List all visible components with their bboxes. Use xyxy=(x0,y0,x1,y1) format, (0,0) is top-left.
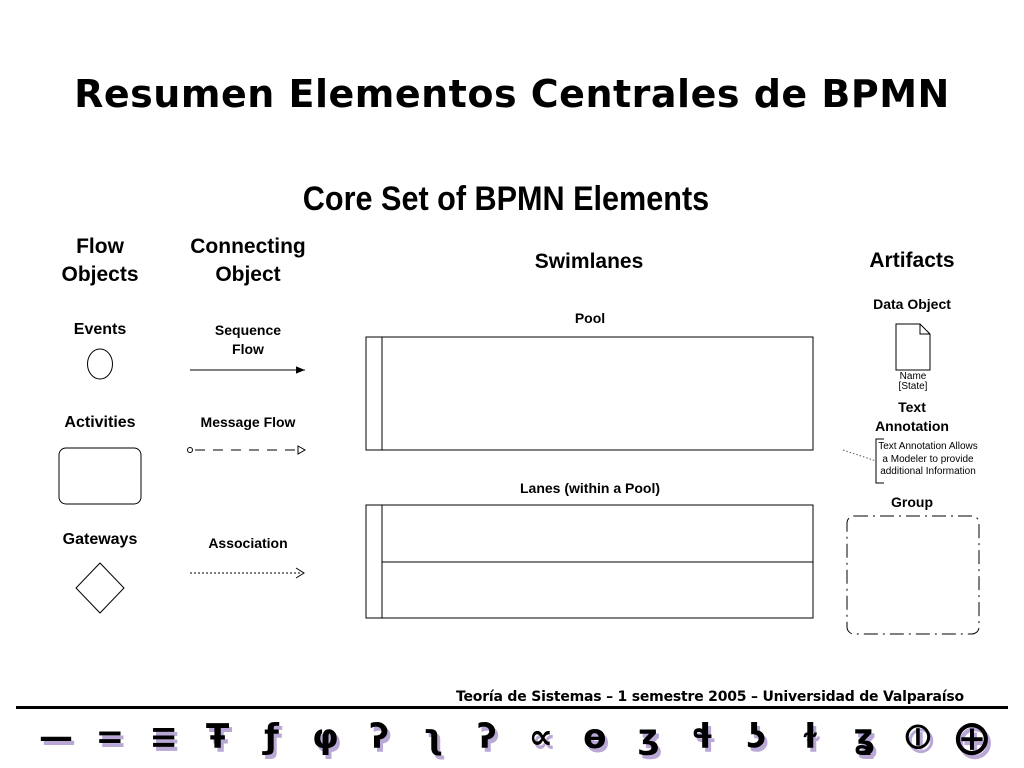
data-object-caption-name: Name xyxy=(899,371,927,382)
activity-rounded-rect xyxy=(58,447,142,505)
decor-glyph-11: ɵ xyxy=(583,717,607,757)
group-label: Group xyxy=(891,494,933,510)
decorative-glyph-band: — = ≡ Ŧ ƒ φ ʔ ʅ ʔ ∝ ɵ ʒ ɬ ʖ ɫ ʓ ⦶ ⨁ xyxy=(34,712,994,762)
decor-glyph-13: ɬ xyxy=(690,717,715,757)
gateway-diamond xyxy=(75,562,125,614)
slide-title: Resumen Elementos Centrales de BPMN xyxy=(74,72,950,116)
data-object-caption: Name [State] xyxy=(884,372,942,392)
decor-glyph-3: ≡ xyxy=(149,717,179,757)
sequence-flow-label: Sequence Flow xyxy=(188,321,308,359)
association-label: Association xyxy=(208,535,288,551)
column-header-connecting-object: Connecting Object xyxy=(178,233,318,289)
group-dashed-rect xyxy=(846,515,980,635)
text-annotation-association xyxy=(842,449,877,462)
column-header-swimlanes: Swimlanes xyxy=(534,250,644,273)
decor-glyph-2: = xyxy=(95,717,125,757)
decor-glyph-8: ʅ xyxy=(422,717,444,757)
text-annotation-body-line2: a Modeler to provide xyxy=(882,453,974,465)
column-header-artifacts: Artifacts xyxy=(869,249,955,272)
text-annotation-label-line2: Annotation xyxy=(875,418,949,434)
data-object-label: Data Object xyxy=(873,296,951,312)
data-object-folded-corner xyxy=(919,324,930,335)
events-label: Events xyxy=(73,321,127,338)
message-flow-start-circle xyxy=(187,447,193,453)
decor-glyph-18: ⨁ xyxy=(954,717,989,757)
column-header-connecting-object-line2: Object xyxy=(215,263,281,286)
decor-glyph-15: ɫ xyxy=(800,717,820,757)
decor-glyph-5: ƒ xyxy=(264,717,279,757)
text-annotation-body-line1: Text Annotation Allows xyxy=(878,441,978,452)
association-arrow xyxy=(190,567,305,579)
decor-glyph-16: ʓ xyxy=(853,717,876,757)
column-header-flow-objects: Flow Objects xyxy=(50,233,150,289)
pool-shape xyxy=(365,336,814,451)
message-flow-open-arrowhead xyxy=(297,445,307,455)
message-flow-arrow xyxy=(187,445,307,455)
footer-rule xyxy=(16,706,1008,709)
pool-outer-rect xyxy=(365,336,814,451)
column-header-flow-objects-line2: Objects xyxy=(61,263,139,286)
decor-glyph-9: ʔ xyxy=(477,717,497,757)
decor-glyph-17: ⦶ xyxy=(905,717,931,757)
footer-text: Teoría de Sistemas – 1 semestre 2005 – U… xyxy=(456,689,964,705)
activities-label: Activities xyxy=(64,414,136,431)
text-annotation-body-line3: additional Information xyxy=(880,466,976,477)
column-header-flow-objects-line1: Flow xyxy=(76,235,124,258)
text-annotation-label-line1: Text xyxy=(898,399,926,415)
decor-glyph-7: ʔ xyxy=(369,717,389,757)
lanes-label: Lanes (within a Pool) xyxy=(519,480,660,496)
decor-glyph-10: ∝ xyxy=(528,717,553,757)
text-annotation-label: Text Annotation xyxy=(852,398,972,436)
data-object-shape xyxy=(895,323,931,371)
lanes-shape xyxy=(365,504,814,619)
sequence-flow-label-line2: Flow xyxy=(232,341,264,357)
association-open-arrowhead xyxy=(295,567,305,579)
pool-label: Pool xyxy=(574,310,606,326)
decor-glyph-4: Ŧ xyxy=(206,717,230,757)
decor-glyph-1: — xyxy=(39,717,73,757)
figure-title: Core Set of BPMN Elements xyxy=(302,180,710,218)
decor-glyph-6: φ xyxy=(312,717,339,757)
text-annotation-body: Text Annotation Allows a Modeler to prov… xyxy=(876,441,980,479)
decor-glyph-14: ʖ xyxy=(746,717,767,757)
sequence-flow-label-line1: Sequence xyxy=(214,322,282,338)
data-object-caption-state: [State] xyxy=(898,381,928,392)
message-flow-label: Message Flow xyxy=(200,414,296,430)
lanes-outer-rect xyxy=(365,504,814,619)
data-object-page xyxy=(895,323,931,371)
column-header-connecting-object-line1: Connecting xyxy=(190,235,306,258)
gateways-label: Gateways xyxy=(62,531,138,548)
decor-glyph-12: ʒ xyxy=(637,717,660,757)
event-circle xyxy=(87,348,113,380)
